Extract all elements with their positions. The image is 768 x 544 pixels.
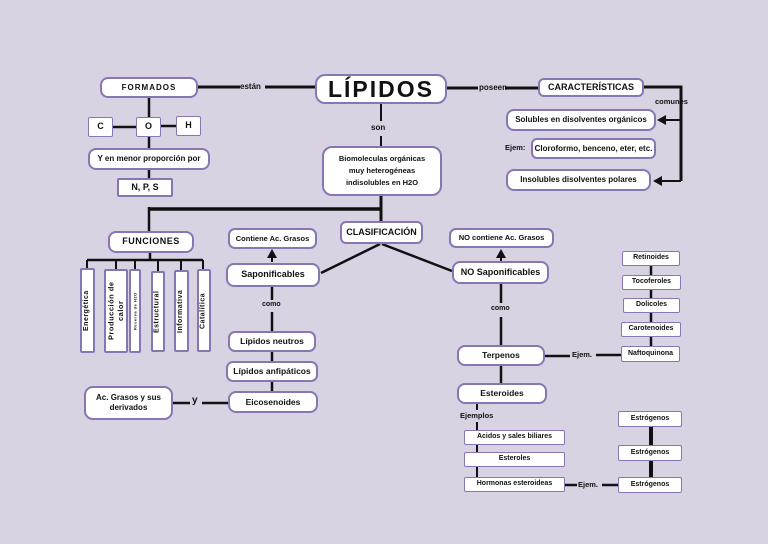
node-lipidos-neutros: Lípidos neutros [228, 331, 316, 352]
node-clasificacion: CLASIFICACIÓN [340, 221, 423, 244]
node-insolubles: Insolubles disolventes polares [506, 169, 651, 191]
node-terpenos: Terpenos [457, 345, 545, 366]
label-ejem-hormonas: Ejem. [578, 480, 599, 489]
node-solubles: Solubles en disolventes orgánicos [506, 109, 656, 131]
node-contiene-ac-grasos: Contiene Ac. Grasos [228, 228, 317, 249]
node-saponificables: Saponificables [226, 263, 320, 287]
label-estan: están [240, 82, 261, 91]
node-retinoides: Retinoides [622, 251, 680, 266]
node-element-c: C [88, 117, 113, 137]
node-no-saponificables: NO Saponificables [452, 261, 549, 284]
no-rest: contiene Ac. Grasos [472, 233, 545, 243]
node-eicosenoides: Eicosenoides [228, 391, 318, 413]
arrowheads [267, 115, 666, 258]
node-hormonas-esteroideas: Hormonas esteroideas [464, 477, 565, 492]
node-funcion-energetica: Energética [80, 268, 95, 353]
node-esteroides: Esteroides [457, 383, 547, 404]
label-comunes: comunes [655, 97, 688, 106]
node-funcion-informativa: Informativa [174, 270, 189, 352]
node-no-contiene-ac-grasos: NO contiene Ac. Grasos [449, 228, 554, 248]
label-poseen: poseen [479, 83, 508, 92]
node-dolicoles: Dolicoles [623, 298, 680, 313]
node-estrogenos-3: Estrógenos [618, 477, 682, 493]
node-acidos-sales-biliares: Acidos y sales biliares [464, 430, 565, 445]
label-y: y [192, 395, 198, 406]
node-funcion-produccion-calor: Producción de calor [104, 269, 128, 353]
label-ejem-terpenos: Ejem. [572, 350, 593, 359]
node-lipidos-anfipaticos: Lípidos anfipáticos [226, 361, 318, 382]
node-caracteristicas: CARACTERÍSTICAS [538, 78, 644, 97]
node-naftoquinona: Naftoquinona [621, 346, 680, 362]
node-menor-proporcion: Y en menor proporción por [88, 148, 210, 170]
label-como-izquierda: como [262, 301, 281, 308]
node-estrogenos-1: Estrógenos [618, 411, 682, 427]
node-element-h: H [176, 116, 201, 136]
node-cloroformo: Cloroformo, benceno, eter, etc. [531, 138, 656, 159]
node-funcion-catalitica: Catalítica [197, 269, 211, 352]
label-como-derecha: como [491, 305, 510, 312]
node-funciones: FUNCIONES [108, 231, 194, 253]
label-ejemplos: Ejemplos [460, 411, 494, 420]
node-lipidos-title: LÍPIDOS [315, 74, 447, 104]
node-nps: N, P, S [117, 178, 173, 197]
node-esteroles: Esteroles [464, 452, 565, 467]
node-ac-grasos-derivados: Ac. Grasos y sus derivados [84, 386, 173, 420]
node-estrogenos-2: Estrógenos [618, 445, 682, 461]
node-definicion: Biomoleculas orgánicas muy heterogéneas … [322, 146, 442, 196]
node-funcion-reserva-h2o: Reserva de H2O [129, 269, 141, 353]
label-ejem-solubles: Ejem: [505, 143, 526, 152]
no-bold: NO [458, 233, 470, 243]
label-son: son [371, 123, 386, 132]
node-element-o: O [136, 117, 161, 137]
node-funcion-estructural: Estructural [151, 271, 165, 352]
node-formados: FORMADOS [100, 77, 198, 98]
node-tocoferoles: Tocoferoles [622, 275, 681, 290]
node-carotenoides: Carotenoides [621, 322, 681, 337]
